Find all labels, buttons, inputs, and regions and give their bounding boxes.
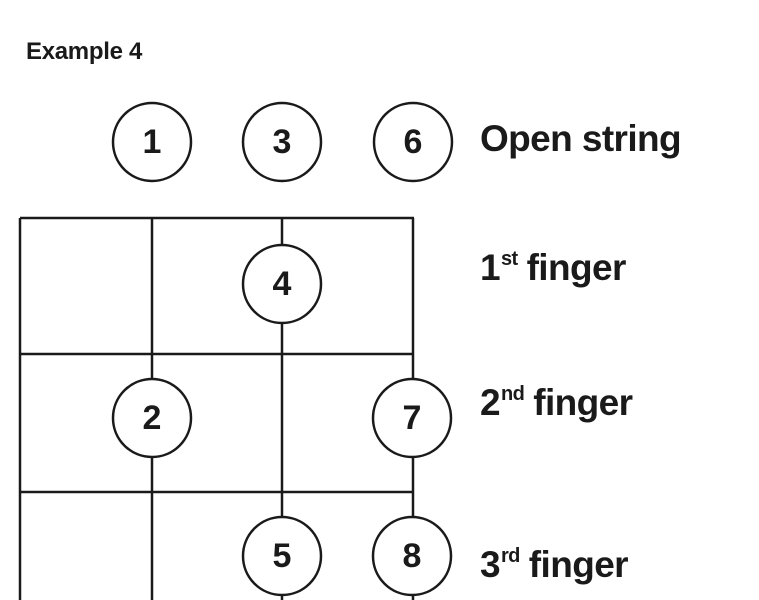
note-number: 8 [403,537,422,575]
note-finger2-2: 2 [111,377,193,459]
label-open-string: Open string [480,118,682,159]
finger-word: finger [528,544,629,585]
note-number: 2 [143,399,162,437]
note-circle [241,243,323,325]
label-second-finger: 2nd finger [480,382,633,423]
note-number: 5 [273,537,292,575]
note-circle [371,515,453,597]
note-finger2-7: 7 [371,377,453,459]
note-circle [372,101,454,183]
note-finger3-8: 8 [371,515,453,597]
ordinal-number: 2 [480,382,501,423]
note-number: 1 [143,123,162,161]
note-number: 3 [273,123,292,161]
note-circle [111,101,193,183]
note-circle [371,377,453,459]
note-number: 7 [403,399,422,437]
example-title: Example 4 [26,38,143,65]
note-open-1: 1 [111,101,193,183]
note-open-3: 3 [241,101,323,183]
ordinal-number: 1 [480,247,501,288]
label-third-finger: 3rd finger [480,544,629,585]
note-number: 4 [273,265,292,303]
note-finger1-4: 4 [241,243,323,325]
note-finger3-5: 5 [241,515,323,597]
note-open-6: 6 [372,101,454,183]
finger-word: finger [533,382,633,423]
note-circle [241,515,323,597]
ordinal-suffix: rd [500,545,520,567]
ordinal-suffix: st [500,248,518,270]
note-number: 6 [404,123,423,161]
note-circle [241,101,323,183]
note-circle [111,377,193,459]
label-first-finger: 1st finger [480,249,626,286]
fingerboard-grid [18,216,415,600]
ordinal-number: 3 [480,544,501,585]
finger-word: finger [526,247,627,288]
ordinal-suffix: nd [500,383,525,405]
